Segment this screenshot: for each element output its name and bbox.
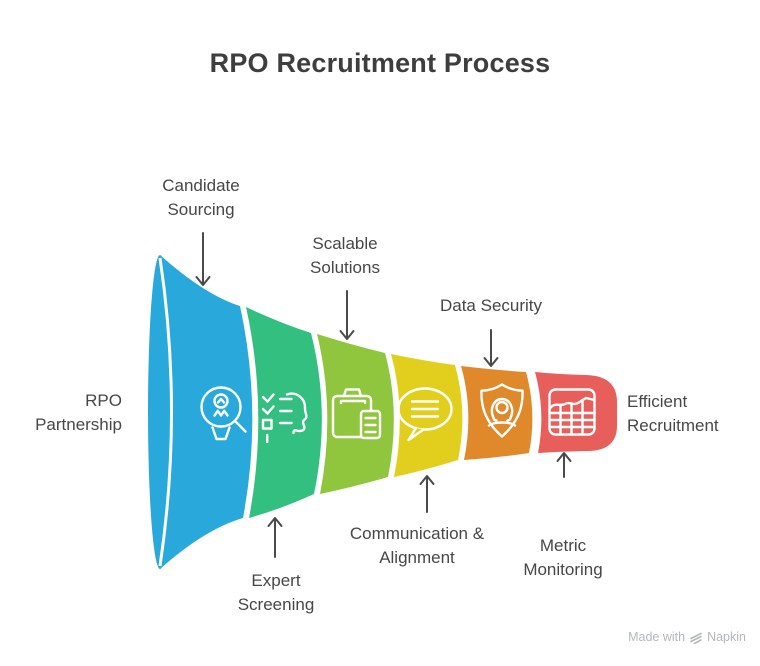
annotation-arrows — [195, 232, 572, 558]
label-candidate-sourcing: Candidate Sourcing — [162, 176, 240, 219]
label-metric-monitoring: Metric Monitoring — [523, 536, 603, 579]
label-expert-screening: Expert Screening — [237, 571, 315, 614]
funnel-segment-scalable-solutions — [317, 334, 394, 494]
arrow-up-metric-monitoring — [556, 452, 572, 478]
label-scalable-solutions: Scalable Solutions — [310, 234, 380, 277]
shield-person-icon — [480, 383, 524, 438]
funnel-mouth-rim — [158, 257, 173, 567]
magnifier-person-icon — [200, 386, 247, 441]
funnel-segment-expert-screening — [246, 307, 322, 518]
funnel-segment-data-security — [461, 366, 533, 460]
checklist-head-icon — [261, 392, 308, 444]
page-title: RPO Recruitment Process — [209, 48, 551, 78]
napkin-logo-icon — [690, 632, 702, 644]
briefcase-documents-icon — [331, 388, 382, 440]
chart-grid-icon — [548, 388, 596, 436]
label-rpo-partnership: RPO Partnership — [35, 391, 122, 434]
funnel-segment-candidate-sourcing — [160, 255, 253, 569]
stage-icons — [200, 383, 596, 444]
funnel — [148, 255, 617, 569]
speech-bubble-icon — [397, 387, 453, 442]
watermark-brand: Napkin — [707, 630, 746, 644]
label-efficient-recruitment: Efficient Recruitment — [627, 392, 719, 435]
made-with-napkin-watermark: Made with Napkin — [628, 630, 746, 644]
arrow-up-expert-screening — [267, 517, 283, 558]
arrow-down-data-security — [483, 329, 499, 367]
watermark-prefix: Made with — [628, 630, 686, 644]
arrow-down-candidate-sourcing — [195, 232, 211, 286]
arrow-down-scalable-solutions — [339, 290, 355, 340]
arrow-up-communication-alignment — [419, 475, 435, 513]
label-data-security: Data Security — [439, 296, 543, 315]
label-communication-alignment: Communication & Alignment — [349, 524, 485, 567]
